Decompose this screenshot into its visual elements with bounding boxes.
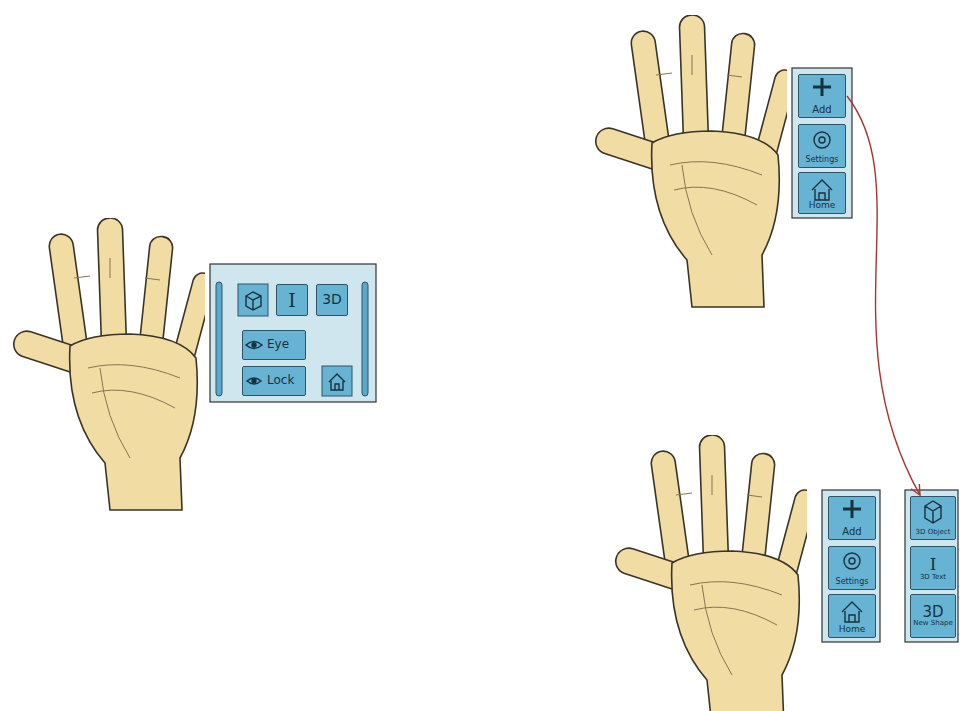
menu-button: 3DNew Shape xyxy=(910,594,956,638)
button-label: 3D xyxy=(922,604,943,621)
eye-icon xyxy=(246,342,262,349)
menu-button: I xyxy=(276,284,308,316)
button-label: Add xyxy=(812,104,831,115)
button-label: 3D Object xyxy=(916,529,951,537)
menu-button: 3D Object xyxy=(910,496,956,540)
eye-icon xyxy=(247,378,261,384)
button-label: I xyxy=(930,555,937,574)
cube-icon xyxy=(925,501,941,523)
arrow-line xyxy=(847,96,920,495)
cube-icon xyxy=(246,292,261,310)
menu-button: Add xyxy=(828,496,876,540)
gear-icon xyxy=(814,132,830,148)
menu-button: Home xyxy=(828,594,876,638)
panel-bar xyxy=(216,282,222,396)
hand-sketch xyxy=(592,15,798,307)
menu-panel xyxy=(905,490,958,642)
panel-bar xyxy=(362,282,368,396)
transition-arrow xyxy=(847,96,920,495)
menu-button: I3D Text xyxy=(910,546,956,590)
plus-icon xyxy=(843,500,861,518)
menu-button: Settings xyxy=(798,124,846,168)
gear-icon xyxy=(844,553,860,569)
button-label: Settings xyxy=(806,156,839,165)
button-caption: New Shape xyxy=(913,620,952,628)
menu-panel xyxy=(822,490,880,642)
menu-button: Add xyxy=(798,74,846,118)
button-label: I xyxy=(288,290,296,311)
button-label: Add xyxy=(842,526,861,537)
button-label: Settings xyxy=(836,578,869,587)
menu-panel xyxy=(210,264,376,402)
button-label: 3D xyxy=(322,292,342,307)
menu-button: Eye xyxy=(242,330,306,360)
arrow-head xyxy=(911,484,920,495)
menu-button: Lock xyxy=(242,366,306,396)
menu-panel xyxy=(792,68,852,218)
house-icon xyxy=(329,374,345,390)
button-caption: 3D Text xyxy=(920,574,946,582)
button-label: Home xyxy=(839,625,866,635)
eye-icon xyxy=(252,343,256,347)
plus-icon xyxy=(813,78,831,96)
menu-button: Settings xyxy=(828,546,876,590)
gear-icon xyxy=(849,558,855,564)
button-label: Lock xyxy=(267,374,294,387)
button-label: Eye xyxy=(267,338,289,351)
icon-button xyxy=(238,284,268,316)
menu-button: Home xyxy=(798,172,846,214)
house-icon xyxy=(842,602,862,622)
house-icon xyxy=(812,180,832,200)
hand-sketch xyxy=(10,218,216,510)
eye-icon xyxy=(252,379,256,383)
gear-icon xyxy=(819,137,825,143)
icon-button xyxy=(322,366,352,396)
hand-sketch xyxy=(612,435,818,711)
button-label: Home xyxy=(809,201,836,211)
menu-button: 3D xyxy=(316,284,348,316)
